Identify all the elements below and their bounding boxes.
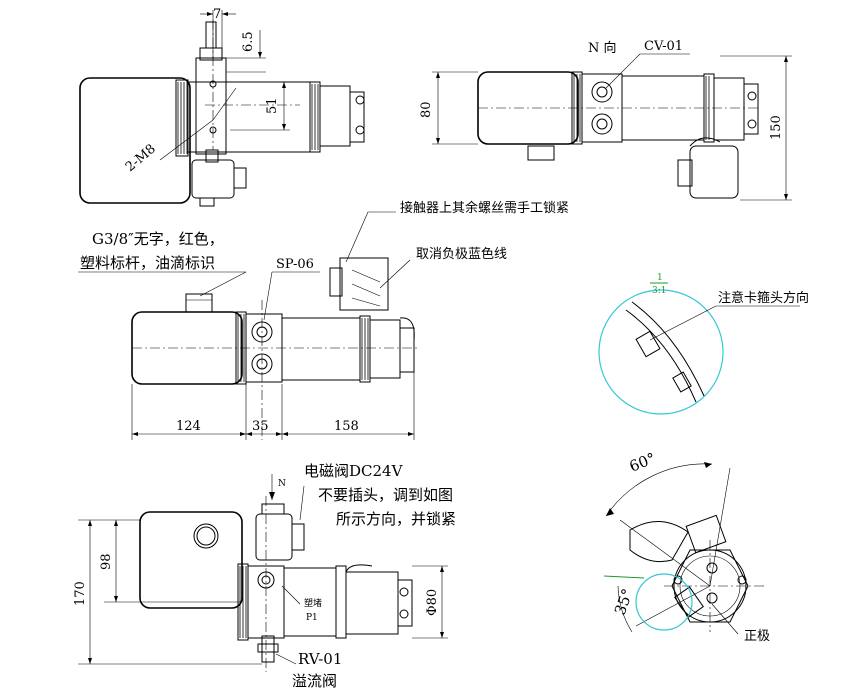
dim-60-deg: 60° bbox=[627, 449, 658, 476]
label-p1: P1 bbox=[306, 613, 318, 623]
label-rv-01: RV-01 bbox=[298, 650, 342, 668]
dim-51: 51 bbox=[265, 97, 280, 114]
detail-scale-den: 3:1 bbox=[652, 286, 666, 296]
dim-124: 124 bbox=[176, 419, 201, 434]
detail-scale-num: 1 bbox=[657, 273, 663, 283]
dim-7: 7 bbox=[213, 7, 221, 22]
note-contactor-screws: 接触器上其余螺丝需手工锁紧 bbox=[400, 200, 569, 216]
dim-80: 80 bbox=[419, 101, 434, 118]
top-left-view: 7 6.5 51 2-M8 bbox=[79, 7, 365, 207]
label-cv-01: CV-01 bbox=[644, 39, 683, 54]
note-clamp-direction: 注意卡箍头方向 bbox=[718, 290, 809, 306]
note-cap-line1: G3/8″无字，红色， bbox=[92, 230, 224, 248]
dim-98: 98 bbox=[99, 553, 114, 570]
label-2-m8: 2-M8 bbox=[123, 142, 159, 176]
bottom-right-view: 60° 35° 正极 bbox=[603, 449, 770, 644]
label-n-direction: N 向 bbox=[588, 40, 617, 56]
note-cancel-blue-wire: 取消负极蓝色线 bbox=[416, 246, 507, 262]
note-solenoid-valve: 电磁阀DC24V bbox=[304, 462, 404, 480]
detail-view: 1 3:1 注意卡箍头方向 bbox=[598, 273, 809, 415]
note-no-plug-line2: 所示方向，并锁紧 bbox=[336, 510, 456, 528]
label-positive: 正极 bbox=[744, 629, 770, 644]
dim-35-deg: 35° bbox=[611, 586, 637, 617]
dim-158: 158 bbox=[334, 419, 359, 434]
label-n: N bbox=[278, 479, 286, 489]
middle-view: 接触器上其余螺丝需手工锁紧 取消负极蓝色线 G3/8″无字，红色， 塑料标杆，油… bbox=[78, 200, 569, 440]
label-plug: 塑堵 bbox=[304, 597, 322, 609]
note-no-plug-line1: 不要插头，调到如图 bbox=[318, 486, 453, 504]
label-relief-valve: 溢流阀 bbox=[292, 672, 337, 690]
label-sp-06: SP-06 bbox=[276, 257, 314, 272]
bottom-left-view: 电磁阀DC24V 不要插头，调到如图 所示方向，并锁紧 N 塑堵 P1 RV-0… bbox=[73, 462, 456, 690]
dim-150: 150 bbox=[769, 115, 784, 140]
top-right-view: N 向 CV-01 80 150 bbox=[419, 39, 792, 201]
note-cap-line2: 塑料标杆，油滴标识 bbox=[80, 254, 215, 272]
dim-35: 35 bbox=[252, 419, 269, 434]
dim-170: 170 bbox=[73, 581, 88, 606]
dim-6-5: 6.5 bbox=[241, 31, 256, 52]
dim-phi80: Φ80 bbox=[425, 589, 440, 616]
